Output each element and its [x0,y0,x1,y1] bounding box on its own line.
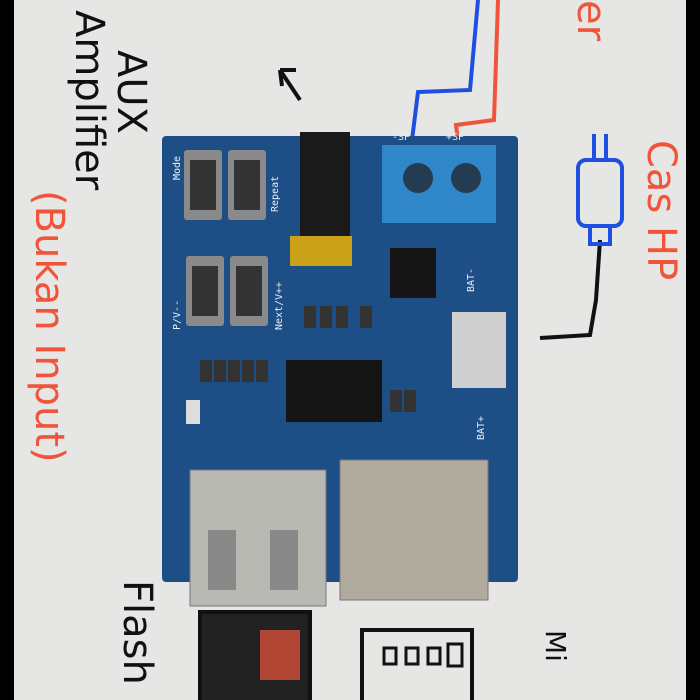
usb-a-contact-right [270,530,298,590]
annotation-bukan-input: (Bukan Input) [26,190,72,463]
silk-prev: P/V-- [172,300,183,330]
sd-card-drawing [360,628,474,700]
micro-usb-port[interactable] [452,312,506,388]
charger-cable-drawing [539,239,602,340]
annotation-cas-hp: Cas HP [638,140,684,280]
silk-mode: Mode [172,156,183,180]
silk-sp-plus: +SP [446,132,464,143]
mp3-decoder-ic [286,360,382,422]
silk-sp-minus: -SP [392,132,410,143]
silk-repeat: Repeat [270,176,281,212]
tactile-buttons [184,150,268,326]
annotation-aux: AUX [108,50,154,134]
red-wire-drawing [453,0,500,141]
silk-bat-minus: BAT- [466,268,477,292]
annotation-amplifier: Amplifier [66,10,112,191]
blue-wire-drawing [410,0,480,141]
annotation-speaker: er [568,0,614,42]
smd-components [200,306,416,412]
sd-card-pins [382,642,464,668]
arrow-drawing [278,68,302,102]
terminal-screw-plus[interactable] [451,163,481,193]
usb-a-contact-left [208,530,236,590]
flash-drive-red-mark [260,630,300,680]
terminal-screw-minus[interactable] [403,163,433,193]
annotation-flash: Flash [114,580,160,685]
usb-plug-neck [588,224,612,246]
amplifier-ic [390,248,436,298]
silk-bat-plus: BAT+ [476,416,487,440]
annotation-micro: Mi [539,630,572,662]
silk-next: Next/V++ [274,282,285,330]
sd-card-slot[interactable] [339,459,489,601]
led [186,400,200,424]
audio-jack-gold-clip [290,236,352,266]
usb-plug-prongs [592,134,608,160]
